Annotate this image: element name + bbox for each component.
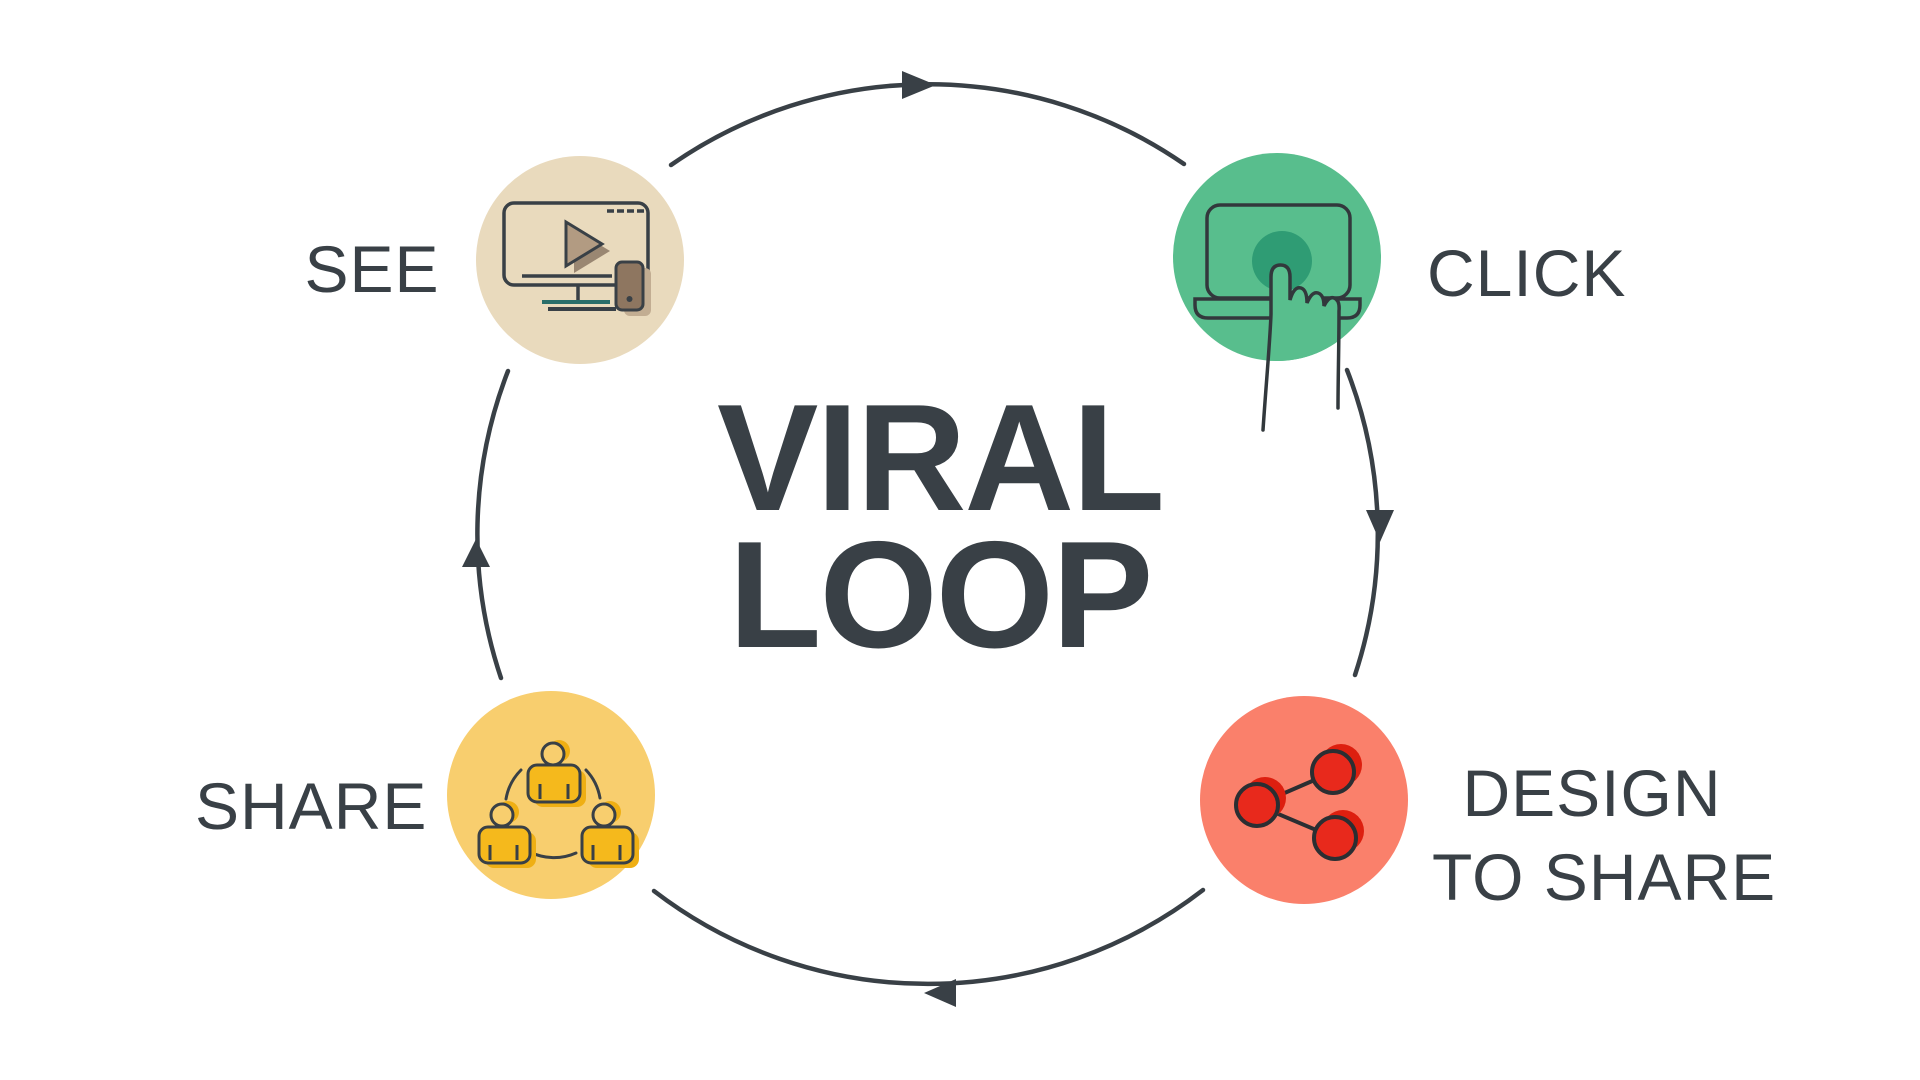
- loop-arc-bottom: [651, 887, 1206, 987]
- video-player-icon: [502, 201, 651, 316]
- loop-arc-left: [475, 368, 511, 681]
- label-share: SHARE: [195, 769, 428, 843]
- label-design-to-share: DESIGN TO SHARE: [1432, 751, 1777, 919]
- title-line-1: VIRAL: [717, 373, 1165, 543]
- page-title: VIRAL LOOP: [640, 373, 1240, 680]
- label-click: CLICK: [1427, 236, 1627, 310]
- label-see: SEE: [304, 232, 440, 306]
- label-design-to-share-line-1: DESIGN: [1462, 756, 1722, 830]
- stage-click: [1173, 153, 1381, 432]
- arrow-down-icon: [1366, 510, 1394, 542]
- people-network-icon: [477, 740, 639, 868]
- arrow-left-icon: [924, 979, 956, 1007]
- stage-see: [476, 156, 684, 364]
- arrow-up-icon: [462, 539, 490, 567]
- pointing-hand-outline: [1261, 263, 1341, 432]
- loop-arc-top: [668, 82, 1187, 168]
- design-to-share-circle: [1200, 696, 1408, 904]
- label-design-to-share-line-2: TO SHARE: [1432, 840, 1777, 914]
- pointing-hand-fill: [1263, 265, 1340, 361]
- laptop-click-icon: [1193, 203, 1362, 432]
- loop-arrowheads: [462, 71, 1394, 1007]
- title-line-2: LOOP: [728, 510, 1154, 680]
- share-network-icon: [1234, 744, 1364, 861]
- stage-share: [447, 691, 655, 899]
- stage-design-to-share: [1200, 696, 1408, 904]
- arrow-right-icon: [902, 71, 936, 99]
